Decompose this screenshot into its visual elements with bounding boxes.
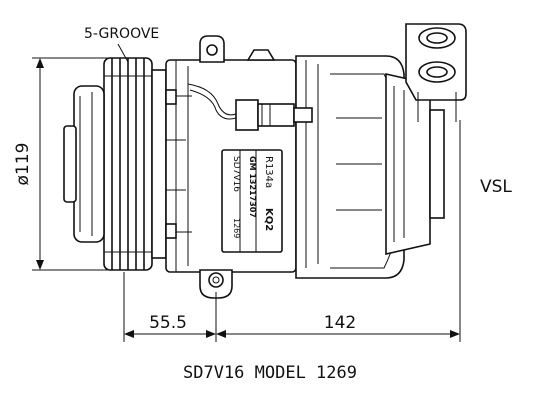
- caption: SD7V16 MODEL 1269: [183, 363, 357, 383]
- compressor-body: [165, 55, 445, 279]
- bottom-mounting-ear: [199, 269, 233, 299]
- top-mounting-ear: [199, 35, 276, 63]
- diameter-label: ø119: [13, 143, 33, 186]
- plate-model: SD7V16: [231, 156, 241, 192]
- plate-part-number: GM 13217307: [248, 156, 257, 218]
- groove-label: 5-GROOVE: [84, 26, 159, 42]
- electrical-connector: [187, 83, 313, 131]
- length-dimensions: [123, 120, 461, 342]
- pulley: [63, 57, 167, 271]
- plate-refrigerant: R134a: [263, 156, 274, 188]
- dimension-right-label: 142: [324, 313, 356, 333]
- plate-code: KQ2: [263, 208, 274, 231]
- plate-model-number: 1269: [232, 218, 241, 238]
- diameter-dimension: [32, 57, 112, 271]
- bolts: [165, 89, 177, 239]
- groove-leader: [117, 43, 129, 63]
- identification-plate: SD7V16 1269 GM 13217307 R134a KQ2: [221, 149, 283, 253]
- dimension-left-label: 55.5: [149, 313, 187, 333]
- service-ports: [405, 23, 467, 122]
- side-label: VSL: [480, 177, 512, 197]
